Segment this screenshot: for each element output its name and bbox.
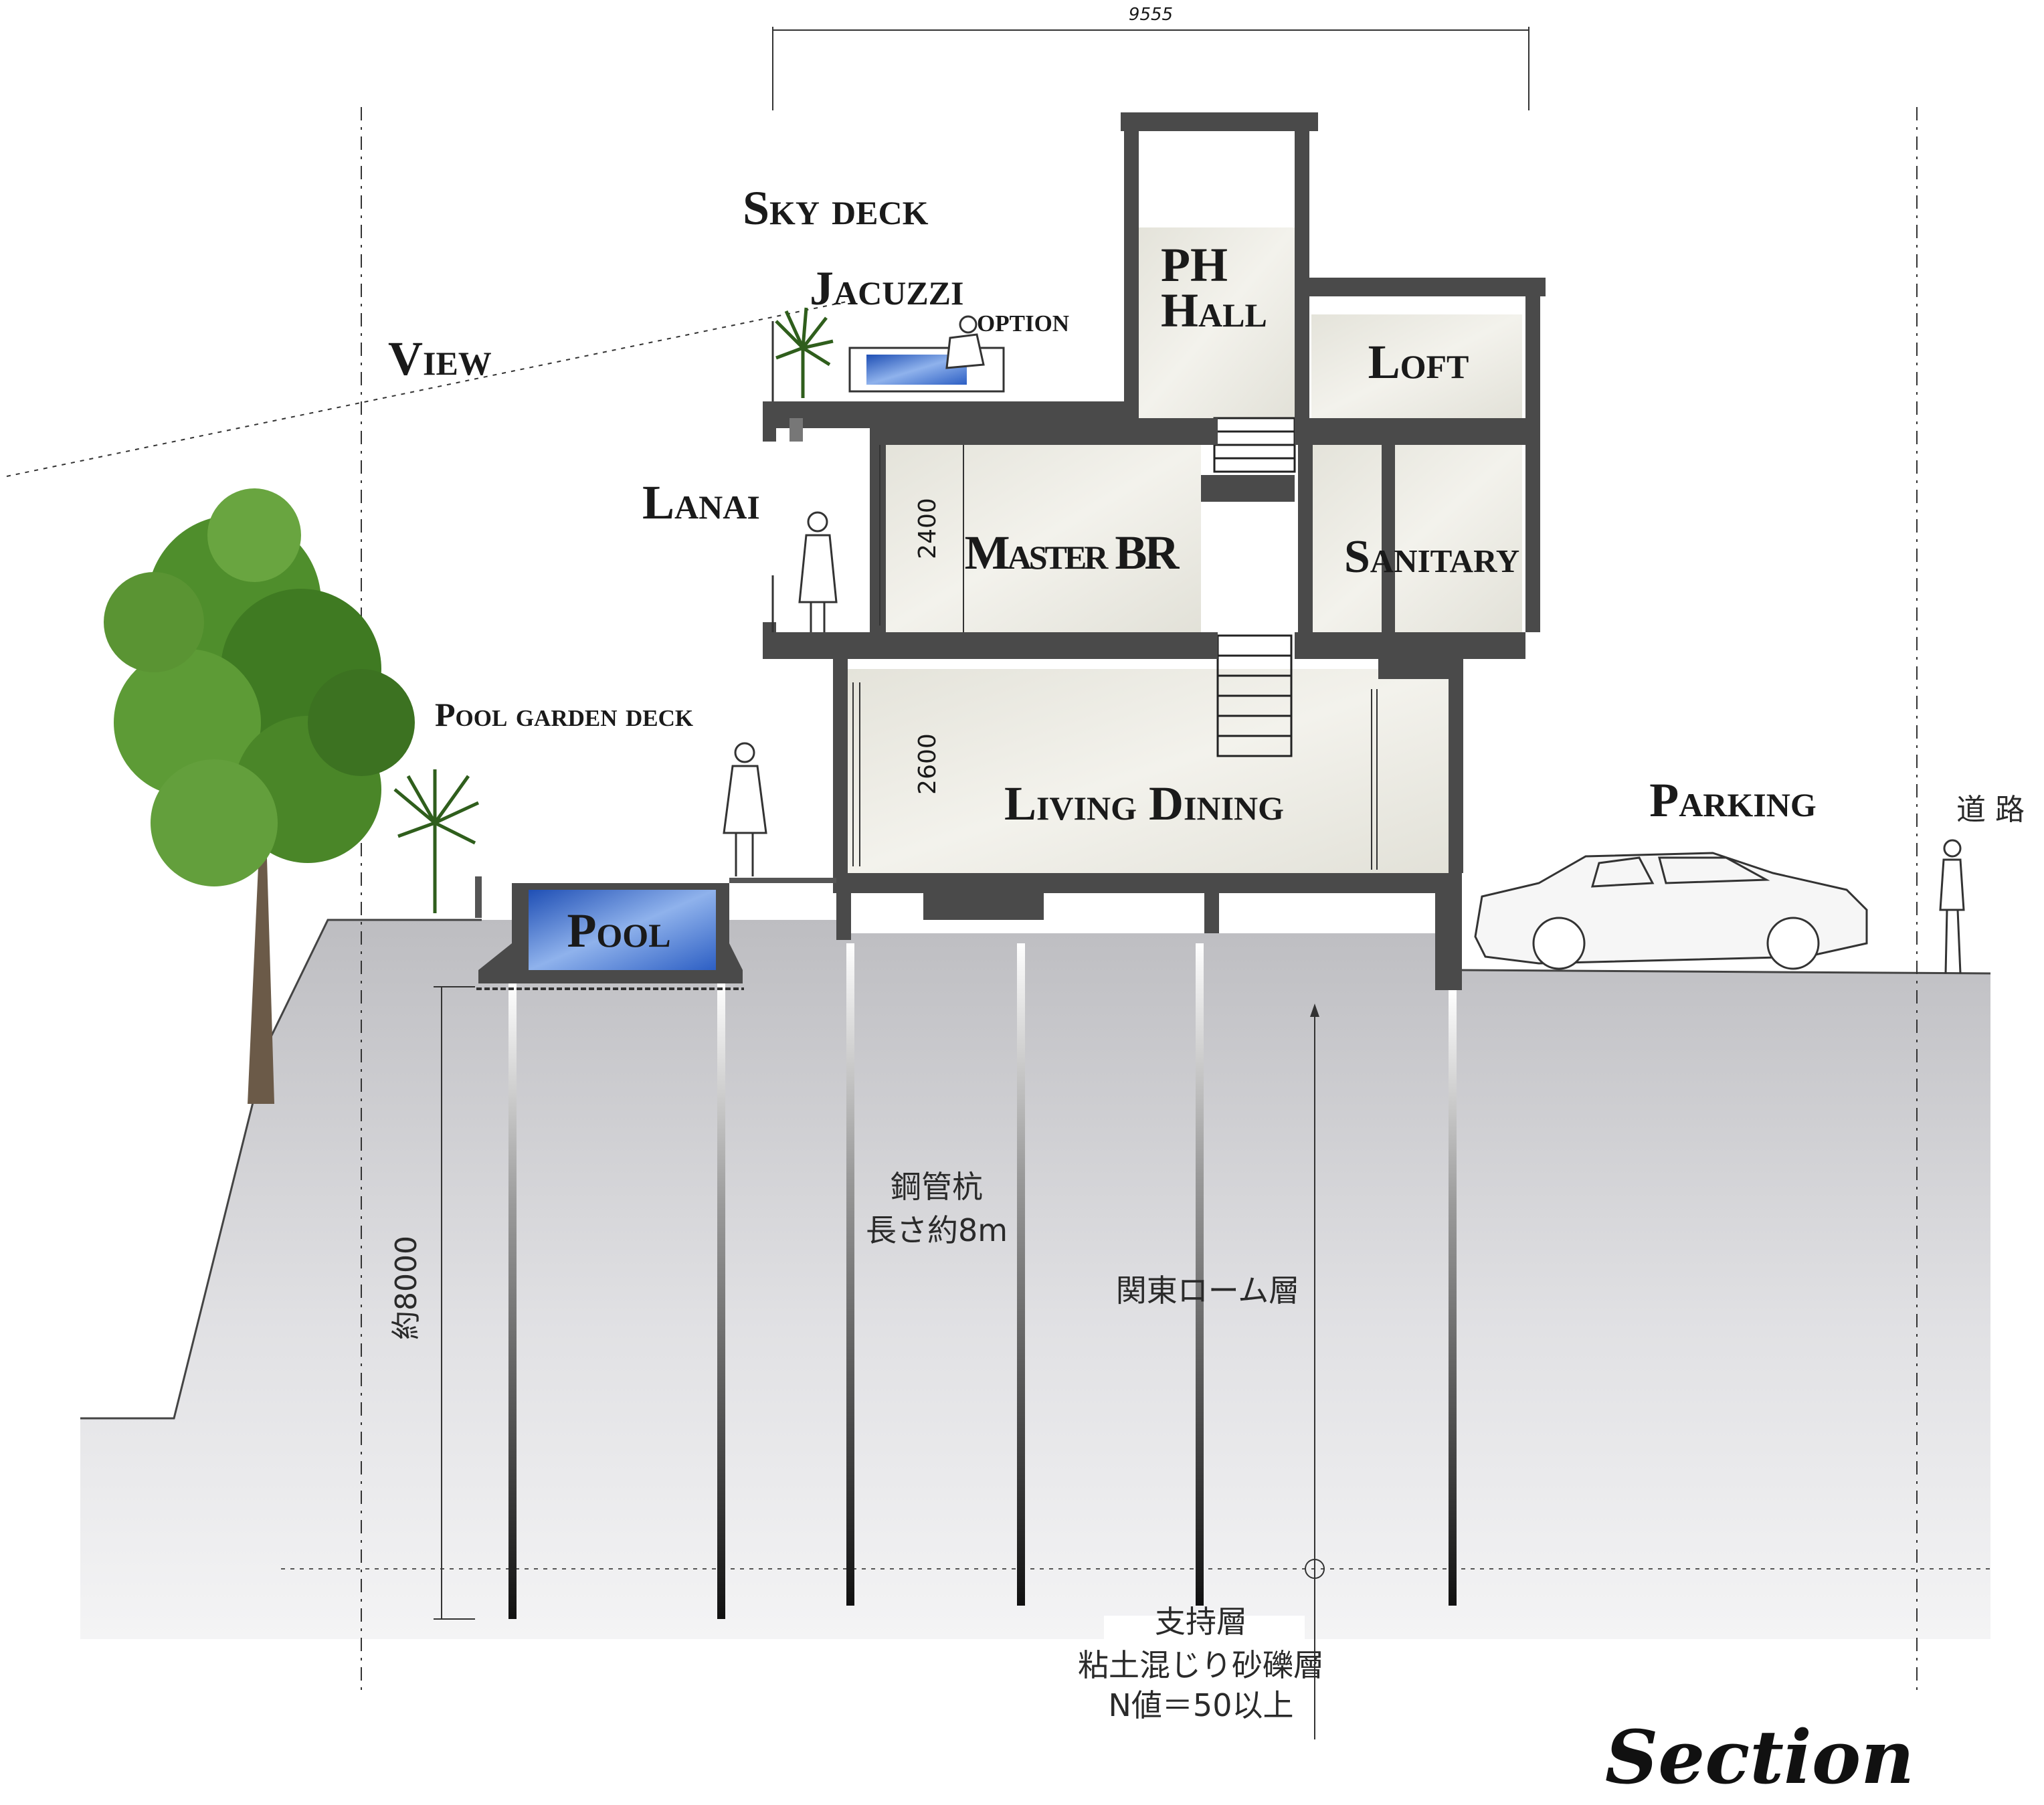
building [763, 112, 1546, 990]
bearing-layer-label-2: 粘土混じり砂礫層 [1078, 1647, 1324, 1683]
jacuzzi-label: Jacuzzi [810, 262, 963, 315]
option-label: option [977, 301, 1069, 339]
road-label: 道 路 [1956, 793, 2025, 827]
sanitary-label: Sanitary [1344, 531, 1519, 583]
floor2-height-dimension: 2400 [914, 498, 941, 559]
loft-label: Loft [1368, 335, 1469, 389]
palm-icon [775, 307, 834, 398]
floor1-height-dimension: 2600 [914, 733, 941, 795]
bearing-layer-label-1: 支持層 [1155, 1604, 1247, 1640]
palm-icon [393, 769, 480, 913]
pile-label-2: 長さ約8m [866, 1212, 1008, 1248]
depth-dimension: 約8000 [389, 1236, 424, 1340]
car-icon [1474, 852, 1868, 970]
person-icon [723, 742, 767, 876]
person-icon [798, 511, 838, 632]
pool-structure [476, 878, 836, 990]
lanai-label: Lanai [642, 476, 760, 529]
parking-label: Parking [1649, 773, 1817, 827]
living-dining-label: Living Dining [1004, 777, 1284, 830]
pool-garden-deck-label: Pool garden deck [435, 696, 693, 733]
pile-label-1: 鋼管杭 [891, 1169, 983, 1205]
pool-label: Pool [567, 904, 670, 957]
sky-deck-label: Sky deck [743, 181, 929, 235]
master-br-label: Master BR [965, 526, 1180, 579]
dimension-lines [434, 27, 1529, 1739]
hall-label: Hall [1161, 284, 1267, 337]
ph-label: PH [1161, 238, 1228, 292]
arrow-up [1310, 1004, 1319, 1017]
drawing-title: Section [1605, 1714, 1914, 1800]
steel-piles [508, 943, 1457, 1619]
person-icon [945, 315, 985, 369]
person-icon [1939, 839, 1965, 974]
ground [80, 919, 1991, 1639]
soil-layer-label: 関東ローム層 [1116, 1272, 1300, 1309]
view-line [6, 300, 850, 477]
bearing-layer-label-3: N値＝50以上 [1109, 1687, 1294, 1723]
tree-icon [104, 488, 415, 1104]
view-label: View [388, 332, 492, 385]
fence-post [475, 876, 482, 918]
building-width-dimension: 9555 [1129, 5, 1173, 25]
